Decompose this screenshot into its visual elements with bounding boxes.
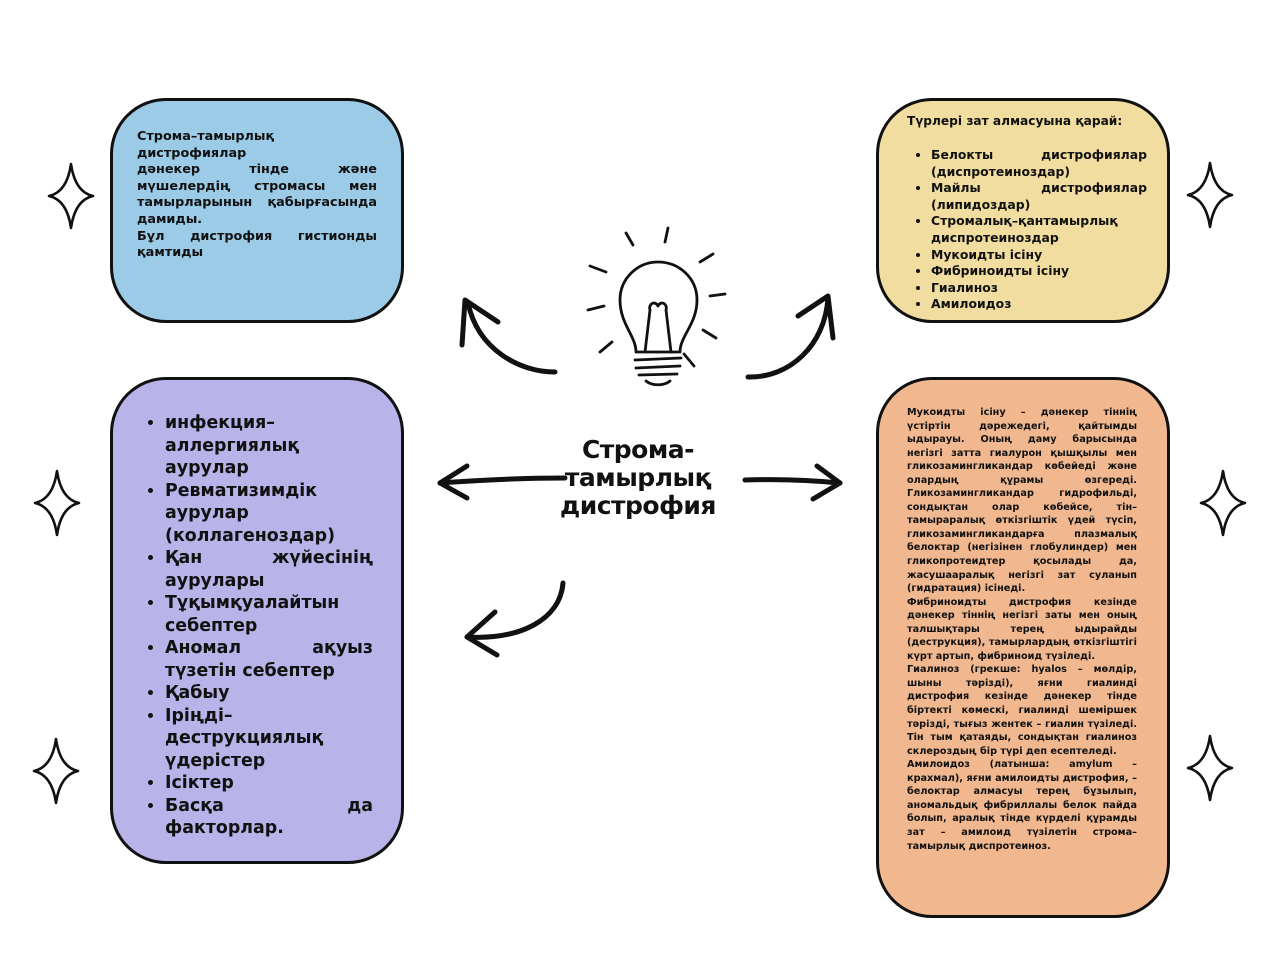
list-item: Қан жүйесінің аурулары	[165, 547, 373, 592]
arrow-up-left-icon	[459, 297, 558, 375]
four-point-star-icon	[1186, 734, 1234, 802]
types-heading: Түрлері зат алмасуына қарай:	[907, 114, 1123, 128]
causes-list: инфекция–аллергиялық аурулар Ревматизимд…	[139, 412, 373, 840]
descriptions-text: Мукоидты ісіну – дәнекер тіннің үстіртін…	[907, 406, 1137, 853]
four-point-star-icon	[47, 162, 95, 230]
arrow-right-icon	[742, 463, 843, 502]
four-point-star-icon	[33, 469, 81, 537]
definition-card: Строма–тамырлық дистрофиялар дәнекер тін…	[110, 98, 404, 323]
lightbulb-icon	[586, 226, 727, 387]
center-title-line: дистрофия	[560, 491, 716, 520]
list-item: Басқа да факторлар.	[165, 795, 373, 840]
descriptions-card: Мукоидты ісіну – дәнекер тіннің үстіртін…	[876, 377, 1170, 918]
list-item: Фибриноидты ісіну	[931, 263, 1147, 280]
four-point-star-icon	[32, 737, 80, 805]
list-item: Амилоидоз	[931, 296, 1147, 313]
center-title-line: Строма-	[581, 435, 695, 464]
four-point-star-icon	[1186, 161, 1234, 229]
description-paragraph: Фибриноидты дистрофия кезінде дәнекер ті…	[907, 596, 1137, 662]
arrow-down-left-icon	[464, 580, 566, 658]
list-item: Ісіктер	[165, 772, 373, 795]
definition-heading: Строма–тамырлық дистрофиялар	[137, 129, 275, 161]
four-point-star-icon	[1199, 469, 1247, 537]
definition-body: дәнекер тінде және мүшелердің стромасы м…	[137, 162, 377, 227]
types-list: Белокты дистрофиялар (диспротеиноздар) М…	[907, 147, 1147, 313]
list-item: Белокты дистрофиялар (диспротеиноздар)	[931, 147, 1147, 180]
list-item: Тұқымқуалайтын себептер	[165, 592, 373, 637]
causes-card: инфекция–аллергиялық аурулар Ревматизимд…	[110, 377, 404, 864]
list-item: Мукоидты ісіну	[931, 247, 1147, 264]
definition-note: Бұл дистрофия гистионды қамтиды	[137, 228, 377, 261]
list-item: Стромалық–қантамырлық диспротеиноздар	[931, 213, 1147, 246]
center-title: Строма- тамырлық дистрофия	[520, 436, 756, 520]
description-paragraph: Амилоидоз (латынша: amylum – крахмал), я…	[907, 759, 1137, 852]
description-paragraph: Гиалиноз (грекше: hyalos – мөлдір, шыны …	[907, 664, 1137, 757]
description-paragraph: Мукоидты ісіну – дәнекер тіннің үстіртін…	[907, 407, 1137, 595]
list-item: Қабыу	[165, 682, 373, 705]
center-title-line: тамырлық	[564, 463, 712, 492]
list-item: Іріңді–деструкциялық үдерістер	[165, 705, 373, 773]
list-item: Гиалиноз	[931, 280, 1147, 297]
list-item: Майлы дистрофиялар (липидоздар)	[931, 180, 1147, 213]
list-item: Ревматизимдік аурулар (коллагеноздар)	[165, 480, 373, 548]
list-item: Аномал ақуыз түзетін себептер	[165, 637, 373, 682]
types-card: Түрлері зат алмасуына қарай: Белокты дис…	[876, 98, 1170, 323]
arrow-up-right-icon	[745, 293, 836, 380]
list-item: инфекция–аллергиялық аурулар	[165, 412, 373, 480]
definition-text: Строма–тамырлық дистрофиялар дәнекер тін…	[137, 129, 377, 262]
